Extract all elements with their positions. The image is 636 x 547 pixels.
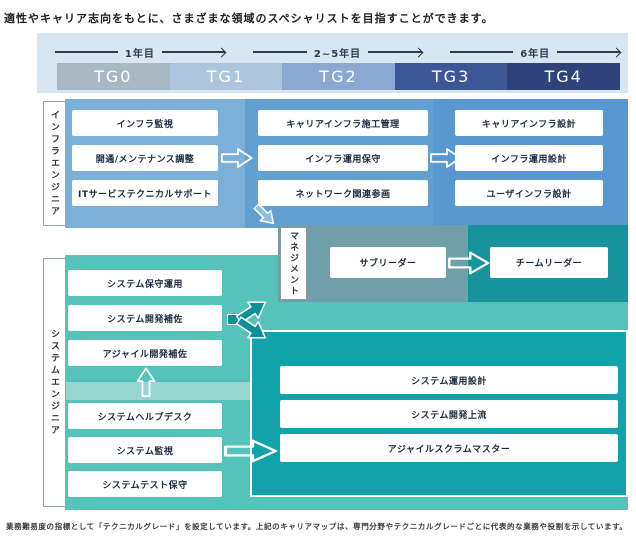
timeline-line (55, 51, 118, 53)
infra-stage2-box-1: キャリアインフラ施工管理 (258, 110, 428, 136)
timeline-period-label: 6年目 (520, 48, 551, 60)
timeline-period-label: 2~5年目 (313, 48, 362, 60)
system-track-label: システムエンジニア (43, 258, 66, 507)
grade-segment-tg4: TG4 (507, 63, 620, 90)
system-dev-box-3: アジャイル開発補佐 (68, 340, 222, 366)
system-dev-box-2: システム開発補佐 (68, 305, 222, 331)
infra-stage1-box-1: インフラ監視 (72, 110, 218, 136)
infra-stage3-box-3: ユーザインフラ設計 (455, 180, 603, 206)
timeline-line (450, 51, 514, 53)
infra-stage3-box-1: キャリアインフラ設計 (455, 110, 603, 136)
arrow-right-icon (221, 148, 253, 168)
system-ops-box-1: システムヘルプデスク (68, 403, 222, 429)
timeline-line (557, 51, 621, 53)
footnote-text: 業務難易度の指標として「テクニカルグレード」を設定しています。上記のキャリアマッ… (6, 522, 628, 531)
page-title: 適性やキャリア志向をもとに、さまざまな領域のスペシャリストを目指すことができます… (4, 12, 494, 25)
system-light-band (65, 382, 250, 400)
arrow-right-icon (224, 439, 278, 463)
infra-stage3-box-2: インフラ運用設計 (455, 145, 603, 171)
system-advanced-box-1: システム運用設計 (280, 366, 618, 394)
technical-grade-bar: TG0 TG1 TG2 TG3 TG4 (57, 63, 620, 90)
timeline-periods: 1年目 2~5年目 6年目 (55, 42, 622, 62)
arrow-right-icon (413, 47, 424, 57)
timeline-period-2: 2~5年目 (252, 42, 424, 62)
arrow-right-icon (448, 251, 490, 275)
infra-track-label: インフラエンジニア (43, 101, 66, 226)
arrow-right-icon (430, 148, 462, 168)
system-advanced-box-3: アジャイルスクラムマスター (280, 434, 618, 462)
infra-stage1-box-3: ITサービステクニカルサポート (72, 180, 218, 206)
management-role-box-1: サブリーダー (330, 247, 446, 278)
arrow-down-right-icon (253, 203, 275, 225)
grade-segment-tg1: TG1 (169, 63, 283, 90)
grade-segment-tg0: TG0 (57, 63, 170, 90)
timeline-period-3: 6年目 (450, 42, 622, 62)
timeline-line (252, 51, 307, 53)
management-label: マネジメント (280, 227, 307, 300)
arrow-up-icon (136, 367, 156, 397)
timeline-line (161, 51, 225, 53)
timeline-band: 1年目 2~5年目 6年目 TG0 TG1 TG2 TG3 TG4 (37, 33, 628, 93)
management-role-box-2: チームリーダー (490, 247, 608, 278)
infra-stage2-box-2: インフラ運用保守 (258, 145, 428, 171)
system-advanced-box-2: システム開発上流 (280, 400, 618, 428)
timeline-period-1: 1年目 (55, 42, 227, 62)
system-ops-box-2: システム監視 (68, 437, 222, 463)
grade-segment-tg2: TG2 (282, 63, 395, 90)
system-ops-box-3: システムテスト保守 (68, 471, 222, 497)
infra-stage1-box-2: 開通/メンテナンス調整 (72, 145, 218, 171)
timeline-period-label: 1年目 (124, 48, 155, 60)
arrow-right-icon (216, 47, 227, 57)
arrow-right-icon (611, 47, 622, 57)
grade-segment-tg3: TG3 (394, 63, 508, 90)
timeline-line (368, 51, 423, 53)
system-dev-box-1: システム保守運用 (68, 270, 222, 296)
infra-stage2-box-3: ネットワーク関連参画 (258, 180, 428, 206)
arrow-down-right-icon (235, 316, 267, 339)
